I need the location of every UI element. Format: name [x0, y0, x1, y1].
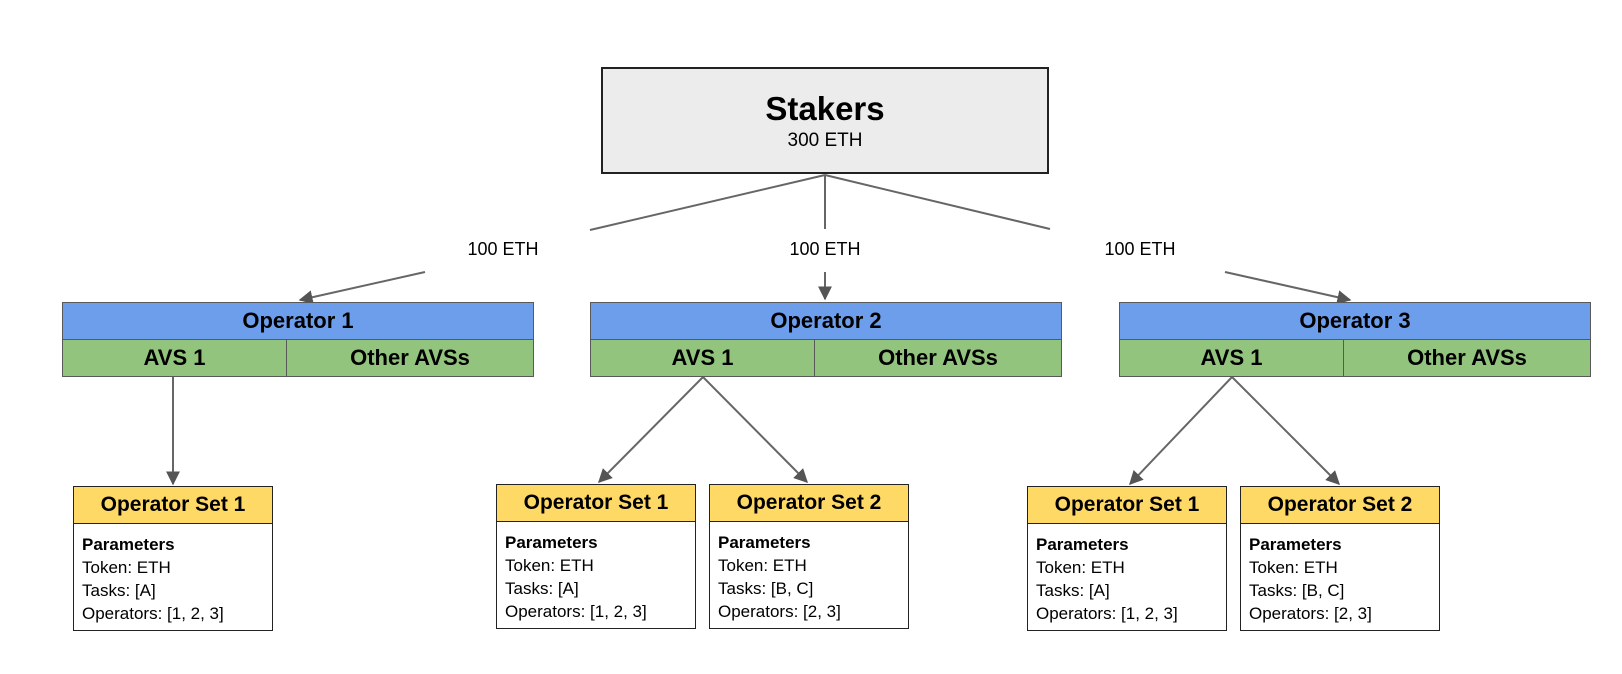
allocation-label-operator2: 100 ETH [765, 234, 885, 264]
operator-node-1: Operator 1 AVS 1 Other AVSs [62, 302, 534, 377]
parameter-operators: Operators: [1, 2, 3] [1036, 604, 1178, 623]
operator-set-parameters: Parameters Token: ETH Tasks: [A] Operato… [496, 522, 696, 629]
edge-op3-avs1-set1 [1129, 376, 1233, 486]
parameters-heading: Parameters [718, 533, 811, 552]
edge-op2-avs1-set2 [702, 376, 808, 483]
operator-node-3: Operator 3 AVS 1 Other AVSs [1119, 302, 1591, 377]
operator-set-card: Operator Set 1 Parameters Token: ETH Tas… [73, 486, 273, 631]
parameters-heading: Parameters [1036, 535, 1129, 554]
operator-set-card: Operator Set 2 Parameters Token: ETH Tas… [709, 484, 909, 629]
avs-primary: AVS 1 [1119, 339, 1344, 377]
operator-set-parameters: Parameters Token: ETH Tasks: [A] Operato… [73, 524, 273, 631]
operator-avs-row: AVS 1 Other AVSs [590, 339, 1062, 377]
edge-op2-avs1-set1 [598, 376, 704, 483]
parameter-token: Token: ETH [505, 556, 594, 575]
parameter-operators: Operators: [1, 2, 3] [82, 604, 224, 623]
operator-set-title: Operator Set 1 [1027, 486, 1227, 524]
stakers-amount: 300 ETH [787, 129, 863, 151]
edge-op3-avs1-set2 [1231, 376, 1340, 485]
operator-avs-row: AVS 1 Other AVSs [1119, 339, 1591, 377]
avs-primary: AVS 1 [590, 339, 815, 377]
allocation-label-operator3: 100 ETH [1080, 234, 1200, 264]
parameter-token: Token: ETH [718, 556, 807, 575]
operator-set-title: Operator Set 1 [496, 484, 696, 522]
parameter-token: Token: ETH [1036, 558, 1125, 577]
parameters-heading: Parameters [505, 533, 598, 552]
edge-stakers-operator3-lower [1224, 271, 1352, 305]
stakers-title: Stakers [765, 89, 885, 127]
parameters-heading: Parameters [82, 535, 175, 554]
parameter-token: Token: ETH [82, 558, 171, 577]
avs-other: Other AVSs [286, 339, 534, 377]
avs-other: Other AVSs [1343, 339, 1591, 377]
operator-set-card: Operator Set 1 Parameters Token: ETH Tas… [496, 484, 696, 629]
parameter-operators: Operators: [1, 2, 3] [505, 602, 647, 621]
operator-set-card: Operator Set 1 Parameters Token: ETH Tas… [1027, 486, 1227, 631]
parameter-tasks: Tasks: [A] [1036, 581, 1110, 600]
allocation-label-operator1: 100 ETH [443, 234, 563, 264]
operator-node-2: Operator 2 AVS 1 Other AVSs [590, 302, 1062, 377]
parameter-tasks: Tasks: [B, C] [718, 579, 814, 598]
avs-primary: AVS 1 [62, 339, 287, 377]
operator-title: Operator 1 [62, 302, 534, 340]
stakers-node: Stakers 300 ETH [601, 67, 1049, 174]
edge-stakers-operator3-upper [824, 174, 1051, 230]
parameters-heading: Parameters [1249, 535, 1342, 554]
edge-stakers-operator1-lower [298, 271, 426, 305]
operator-set-parameters: Parameters Token: ETH Tasks: [B, C] Oper… [1240, 524, 1440, 631]
operator-set-parameters: Parameters Token: ETH Tasks: [A] Operato… [1027, 524, 1227, 631]
operator-set-title: Operator Set 1 [73, 486, 273, 524]
avs-other: Other AVSs [814, 339, 1062, 377]
parameter-tasks: Tasks: [B, C] [1249, 581, 1345, 600]
operator-set-title: Operator Set 2 [709, 484, 909, 522]
operator-set-card: Operator Set 2 Parameters Token: ETH Tas… [1240, 486, 1440, 631]
operator-title: Operator 3 [1119, 302, 1591, 340]
parameter-operators: Operators: [2, 3] [1249, 604, 1372, 623]
operator-title: Operator 2 [590, 302, 1062, 340]
operator-set-parameters: Parameters Token: ETH Tasks: [B, C] Oper… [709, 522, 909, 629]
parameter-token: Token: ETH [1249, 558, 1338, 577]
operator-set-title: Operator Set 2 [1240, 486, 1440, 524]
parameter-operators: Operators: [2, 3] [718, 602, 841, 621]
operator-avs-row: AVS 1 Other AVSs [62, 339, 534, 377]
edge-stakers-operator1-upper [589, 174, 826, 231]
parameter-tasks: Tasks: [A] [505, 579, 579, 598]
parameter-tasks: Tasks: [A] [82, 581, 156, 600]
